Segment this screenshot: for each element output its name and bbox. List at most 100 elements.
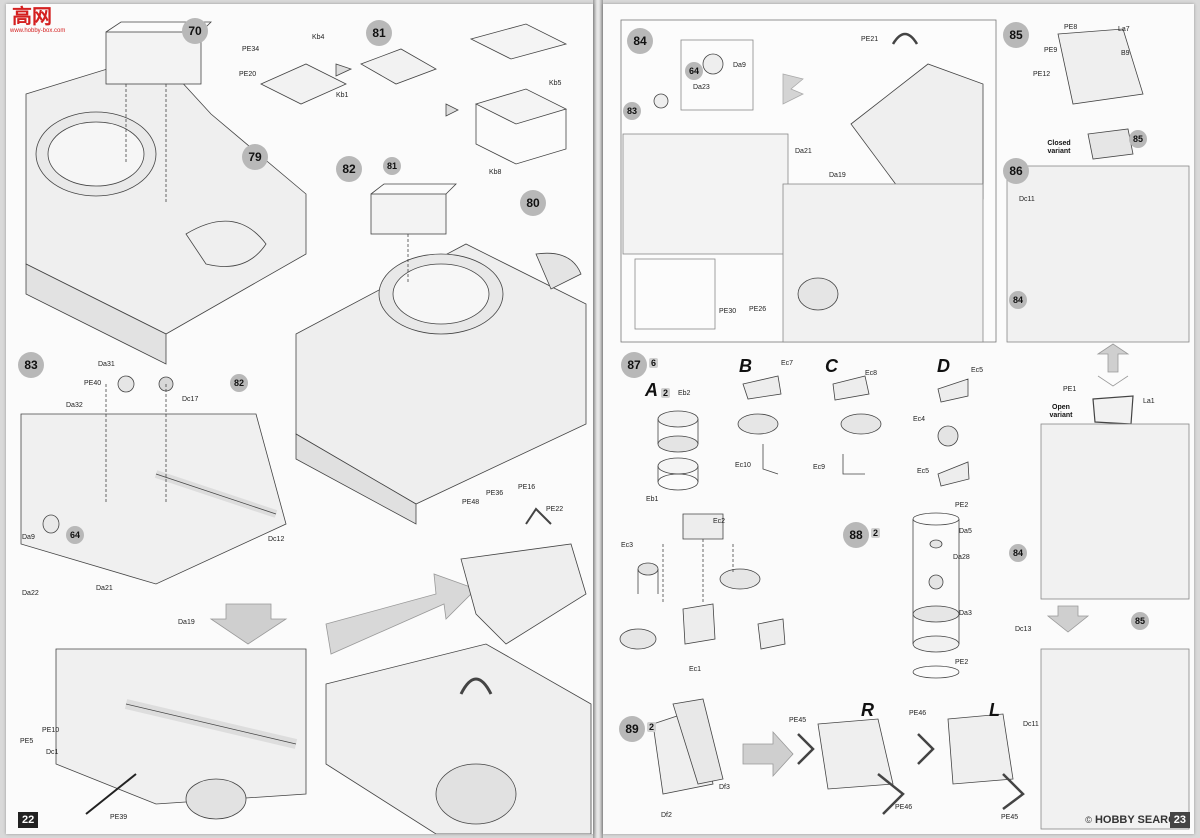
page-number-left: 22: [18, 812, 39, 828]
page-number-right: 23: [1169, 812, 1190, 828]
label-pe46: PE46: [909, 710, 927, 717]
copyright-symbol: ©: [1085, 815, 1092, 825]
step-81-ref-badge: 81: [383, 157, 401, 175]
side-letter-r: R: [861, 700, 874, 720]
step-79-badge: 79: [242, 144, 268, 170]
label-pe12: PE12: [1033, 71, 1051, 78]
variant-letter-b: B: [739, 356, 752, 376]
label-da23: Da23: [693, 84, 710, 91]
label-dc11-lower: Dc11: [1023, 721, 1039, 728]
label-pe45: PE45: [789, 717, 807, 724]
label-dc17: Dc17: [182, 396, 199, 403]
label-pe48: PE48: [462, 499, 480, 506]
label-pe8: PE8: [1064, 24, 1078, 31]
label-ec10: Ec10: [735, 462, 751, 469]
label-pe1: PE1: [1063, 386, 1077, 393]
label-ec1: Ec1: [689, 666, 702, 673]
label-la7: La7: [1118, 26, 1130, 33]
step-86-badge: 86: [1003, 158, 1029, 184]
left-page-line-art: [20, 21, 592, 834]
label-pe34: PE34: [242, 46, 260, 53]
label-ec4: Ec4: [913, 416, 926, 423]
right-page-line-art: [619, 19, 1190, 830]
label-pe2-lower: PE2: [955, 659, 969, 666]
label-da9: Da9: [733, 62, 746, 69]
step-82-ref-badge: 82: [230, 374, 248, 392]
step-88-badge: 88: [843, 522, 869, 548]
label-ec5-lower: Ec5: [917, 468, 930, 475]
label-pe40: PE40: [84, 380, 102, 387]
label-pe16: PE16: [518, 484, 536, 491]
step-87-badge: 87: [621, 352, 647, 378]
label-dc13: Dc13: [1015, 626, 1032, 633]
step-81-badge: 81: [366, 20, 392, 46]
label-df2: Df2: [661, 812, 672, 819]
open-variant-note: Open variant: [1049, 404, 1073, 419]
watermark-logo: 高网: [12, 6, 52, 28]
step-70-badge: 70: [182, 18, 208, 44]
side-letter-l: L: [989, 700, 1000, 720]
step-85-ref-badge: 85: [1129, 130, 1147, 148]
label-df3: Df3: [719, 784, 730, 791]
step-84-ref2-badge: 84: [1009, 544, 1027, 562]
label-dc12: Dc12: [268, 536, 285, 543]
watermark-url: www.hobby-box.com: [10, 28, 66, 34]
label-pe26: PE26: [749, 306, 767, 313]
step-83-badge: 83: [18, 352, 44, 378]
label-pe9: PE9: [1044, 47, 1058, 54]
variant-a-multiplier: 2: [661, 388, 671, 398]
step-85-badge: 85: [1003, 22, 1029, 48]
label-da9: Da9: [22, 534, 35, 541]
label-pe45-lower: PE45: [1001, 814, 1019, 821]
variant-letter-d: D: [937, 356, 950, 376]
label-da31: Da31: [98, 361, 115, 368]
label-la1: La1: [1143, 398, 1155, 405]
left-page: 高网 www.hobby-box.com 70 81 79 82 80 81 8…: [6, 4, 593, 834]
step-64-ref-badge: 64: [66, 526, 84, 544]
step-80-badge: 80: [520, 190, 546, 216]
label-kb8: Kb8: [489, 169, 502, 176]
label-pe30: PE30: [719, 308, 737, 315]
book-gutter: [593, 0, 603, 838]
step-88-multiplier: 2: [871, 528, 881, 538]
step-85-ref2-badge: 85: [1131, 612, 1149, 630]
label-ec8: Ec8: [865, 370, 878, 377]
label-ec2: Ec2: [713, 518, 726, 525]
label-dc11: Dc11: [1019, 196, 1035, 203]
label-da28: Da28: [953, 554, 970, 561]
label-pe46-lower: PE46: [895, 804, 913, 811]
step-89-multiplier: 2: [647, 722, 657, 732]
label-kb1: Kb1: [336, 92, 349, 99]
label-pe36: PE36: [486, 490, 504, 497]
label-da5: Da5: [959, 528, 972, 535]
step-64-ref-badge: 64: [685, 62, 703, 80]
label-da3: Da3: [959, 610, 972, 617]
step-89-badge: 89: [619, 716, 645, 742]
label-da21: Da21: [96, 585, 113, 592]
label-da21: Da21: [795, 148, 812, 155]
label-pe10: PE10: [42, 727, 60, 734]
label-kb5: Kb5: [549, 80, 562, 87]
label-da32: Da32: [66, 402, 83, 409]
label-ec9: Ec9: [813, 464, 826, 471]
label-pe20: PE20: [239, 71, 257, 78]
label-pe39: PE39: [110, 814, 128, 821]
label-ec7: Ec7: [781, 360, 794, 367]
label-pe21: PE21: [861, 36, 879, 43]
label-da19: Da19: [829, 172, 846, 179]
variant-letter-a: A: [645, 380, 658, 400]
step-83-ref-badge: 83: [623, 102, 641, 120]
label-eb2: Eb2: [678, 390, 691, 397]
variant-letter-c: C: [825, 356, 838, 376]
label-pe2: PE2: [955, 502, 969, 509]
hobby-search-credit: © HOBBY SEARCH: [1085, 814, 1184, 826]
closed-variant-note: Closed variant: [1047, 140, 1071, 155]
label-ec3: Ec3: [621, 542, 634, 549]
hobby-search-brand: HOBBY SEARCH: [1094, 814, 1184, 826]
step-84-ref-badge: 84: [1009, 291, 1027, 309]
label-eb1: Eb1: [646, 496, 659, 503]
step-84-badge: 84: [627, 28, 653, 54]
label-dc1: Dc1: [46, 749, 59, 756]
label-pe5: PE5: [20, 738, 34, 745]
label-ec5: Ec5: [971, 367, 984, 374]
